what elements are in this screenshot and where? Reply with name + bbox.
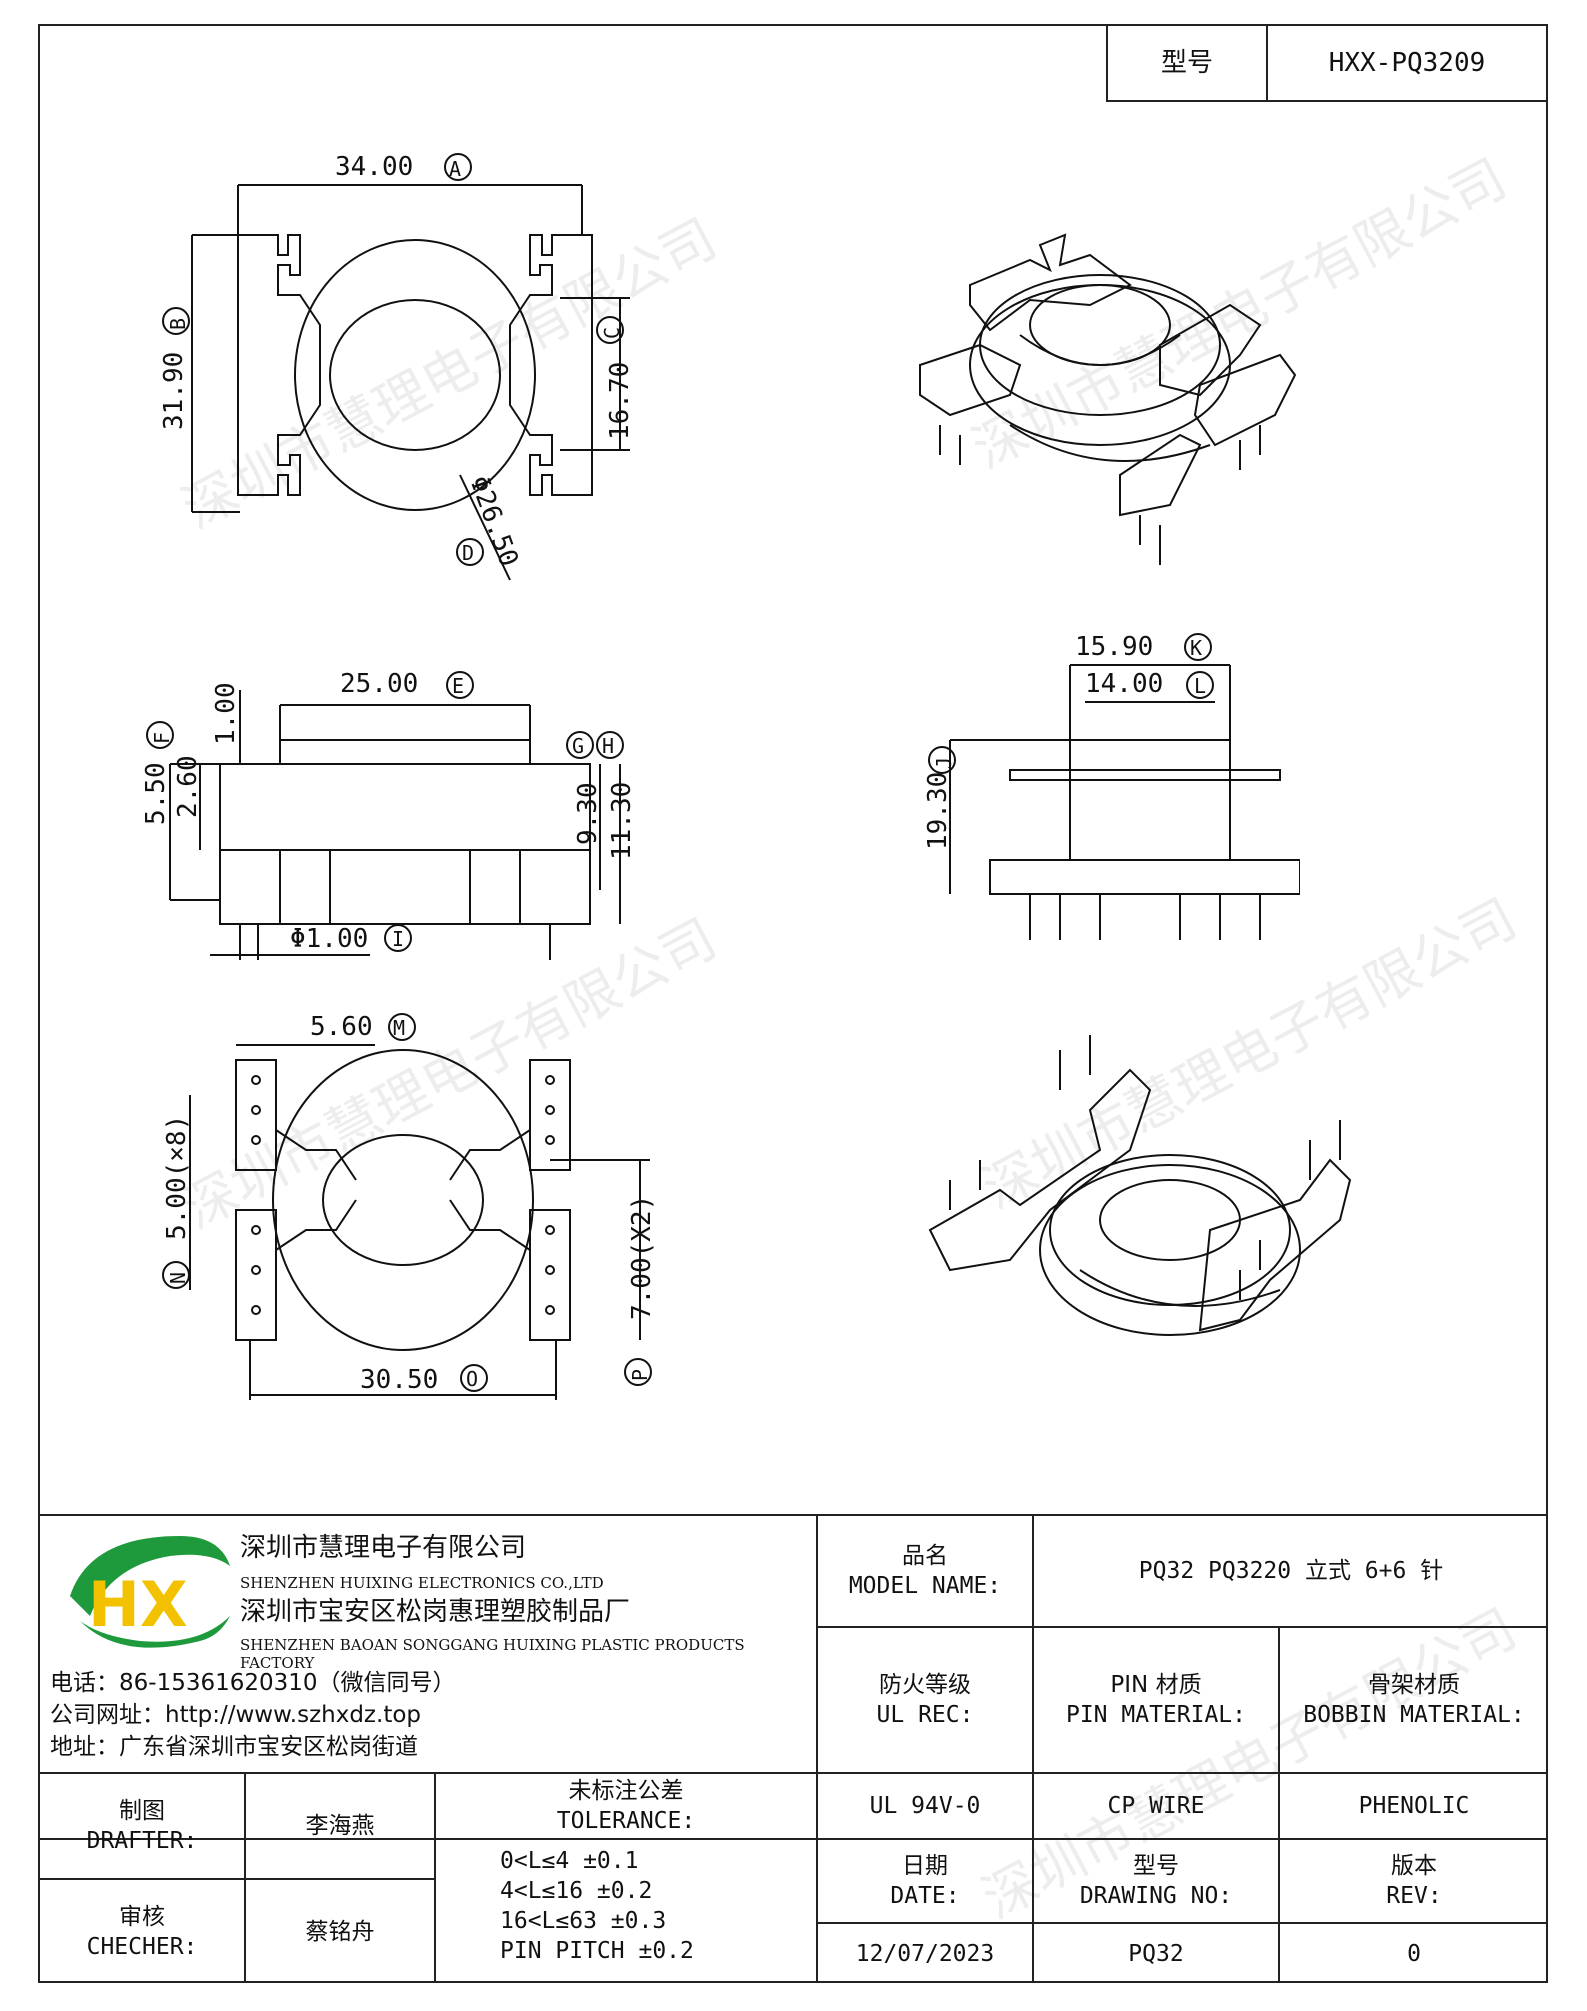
pin-material-value: CP WIRE xyxy=(1107,1793,1205,1819)
factory-name-cn: 深圳市宝安区松岗惠理塑胶制品厂 xyxy=(240,1597,631,1627)
company-name-cn: 深圳市慧理电子有限公司 xyxy=(240,1533,527,1563)
tolerance-line: 0<L≤4 ±0.1 xyxy=(500,1848,639,1874)
company-website[interactable]: 公司网址：http://www.szhxdz.top xyxy=(50,1702,422,1728)
dim-p-value: 7.00(X2) xyxy=(627,1195,657,1320)
drafter-value: 李海燕 xyxy=(305,1813,375,1839)
company-phone: 电话：86-15361620310（微信同号） xyxy=(50,1670,456,1696)
tolerance-cn: 未标注公差 xyxy=(568,1778,684,1804)
dim-a-letter: A xyxy=(449,157,461,181)
title-block xyxy=(38,1514,1548,1983)
tolerance-line: 4<L≤16 ±0.2 xyxy=(500,1878,653,1904)
model-name-label: 品名 MODEL NAME: xyxy=(818,1516,1032,1626)
drawing-no-label: 型号 DRAWING NO: xyxy=(1034,1840,1278,1922)
bottom-view-drawing: 5.60 M 5.00(×8) N 30.50 O 7.00(X2) P xyxy=(162,1012,657,1400)
dim-i-letter: I xyxy=(392,927,404,951)
dim-k-value: 15.90 xyxy=(1075,632,1153,662)
factory-name-en: SHENZHEN BAOAN SONGGANG HUIXING PLASTIC … xyxy=(240,1636,745,1672)
rev-label: 版本 REV: xyxy=(1280,1840,1548,1922)
dim-c-letter: C xyxy=(600,327,624,339)
dim-j-value: 19.30 xyxy=(923,772,953,850)
checker-cn: 审核 xyxy=(119,1903,165,1930)
dim-m-value: 5.60 xyxy=(310,1012,373,1042)
tolerance-label: 未标注公差 TOLERANCE: xyxy=(436,1774,816,1838)
dim-i-value: Φ1.00 xyxy=(290,924,368,954)
pin-en: PIN MATERIAL: xyxy=(1065,1702,1246,1728)
dim-d-letter: D xyxy=(462,541,474,565)
dim-a-value: 34.00 xyxy=(335,152,413,182)
model-header-label: 型号 xyxy=(1108,26,1268,100)
dim-n-letter: N xyxy=(166,1272,190,1284)
dim-p-letter: P xyxy=(628,1369,652,1381)
company-area: HX 深圳市慧理电子有限公司 SHENZHEN HUIXING ELECTRON… xyxy=(40,1516,816,1772)
bobbin-cn: 骨架材质 xyxy=(1368,1672,1460,1698)
dim-g-letter: G xyxy=(572,734,584,758)
pin-cn: PIN 材质 xyxy=(1110,1672,1202,1698)
isometric-view-top xyxy=(919,233,1297,565)
company-name-en: SHENZHEN HUIXING ELECTRONICS CO.,LTD xyxy=(240,1574,604,1592)
date-label: 日期 DATE: xyxy=(818,1840,1032,1922)
dim-o-letter: O xyxy=(466,1367,478,1391)
front-view-drawing: 15.90 K 14.00 L 19.30 J xyxy=(923,632,1300,940)
ul-en: UL REC: xyxy=(876,1702,974,1728)
dim-n-value: 5.00(×8) xyxy=(162,1115,192,1240)
model-header-value: HXX-PQ3209 xyxy=(1328,48,1486,78)
dim-b-value: 31.90 xyxy=(159,352,189,430)
model-name-en: MODEL NAME: xyxy=(848,1573,1002,1599)
dim-c-value: 16.70 xyxy=(605,362,635,440)
drafter-label: 制图 DRAFTER: xyxy=(40,1774,244,1878)
dim-b-letter: B xyxy=(166,318,190,330)
tolerance-line: 16<L≤63 ±0.3 xyxy=(500,1908,667,1934)
dim-small-2: 2.60 xyxy=(173,755,203,818)
dim-l-value: 14.00 xyxy=(1085,669,1163,699)
drafter-en: DRAFTER: xyxy=(86,1828,198,1854)
drawing-no-value: PQ32 xyxy=(1128,1940,1184,1967)
checker-value: 蔡铭舟 xyxy=(305,1918,375,1945)
dim-m-letter: M xyxy=(393,1016,405,1040)
rev-value: 0 xyxy=(1407,1940,1421,1967)
rev-en: REV: xyxy=(1386,1883,1442,1909)
dim-j-letter: J xyxy=(932,757,956,769)
drafter-cn: 制图 xyxy=(119,1798,165,1824)
date-value: 12/07/2023 xyxy=(855,1940,995,1967)
isometric-view-bottom xyxy=(928,1035,1352,1336)
ul-cn: 防火等级 xyxy=(879,1672,971,1698)
company-logo: HX xyxy=(70,1536,230,1648)
ul-value: UL 94V-0 xyxy=(869,1793,981,1819)
dim-h-letter: H xyxy=(602,734,614,758)
company-address: 地址：广东省深圳市宝安区松岗街道 xyxy=(50,1734,418,1760)
pin-material-label: PIN 材质 PIN MATERIAL: xyxy=(1034,1628,1278,1772)
model-header-box: 型号 HXX-PQ3209 xyxy=(1106,24,1548,102)
tolerance-line: PIN PITCH ±0.2 xyxy=(500,1938,694,1964)
dim-g-value: 9.30 xyxy=(573,782,603,845)
dim-f-letter: F xyxy=(150,732,174,744)
dim-e-value: 25.00 xyxy=(340,669,418,699)
date-en: DATE: xyxy=(890,1883,960,1909)
checker-en: CHECHER: xyxy=(86,1933,198,1960)
bobbin-material-value: PHENOLIC xyxy=(1358,1793,1470,1819)
model-name-value: PQ32 PQ3220 立式 6+6 针 xyxy=(1138,1558,1444,1584)
dim-e-letter: E xyxy=(452,674,464,698)
model-name-cn: 品名 xyxy=(902,1543,948,1569)
side-view-drawing: 25.00 E 5.50 F 2.60 1.00 9.30 11.30 G H … xyxy=(141,669,637,960)
tolerance-list: 0<L≤4 ±0.1 4<L≤16 ±0.2 16<L≤63 ±0.3 PIN … xyxy=(500,1846,800,1966)
logo-h-text: HX xyxy=(88,1568,188,1641)
dim-small-1: 1.00 xyxy=(211,682,241,745)
dim-l-letter: L xyxy=(1194,674,1206,698)
dim-k-letter: K xyxy=(1190,636,1202,660)
top-view-drawing: 34.00 A 31.90 B 16.70 C Φ26.50 D xyxy=(159,152,635,581)
bobbin-material-label: 骨架材质 BOBBIN MATERIAL: xyxy=(1280,1628,1548,1772)
dim-f-value: 5.50 xyxy=(141,762,171,825)
date-cn: 日期 xyxy=(902,1853,948,1879)
bobbin-en: BOBBIN MATERIAL: xyxy=(1303,1702,1525,1728)
drawing-cn: 型号 xyxy=(1133,1853,1179,1879)
dim-h-value: 11.30 xyxy=(607,782,637,860)
ul-label: 防火等级 UL REC: xyxy=(818,1628,1032,1772)
rev-cn: 版本 xyxy=(1391,1853,1437,1879)
dim-o-value: 30.50 xyxy=(360,1365,438,1395)
drawing-en: DRAWING NO: xyxy=(1079,1883,1233,1909)
checker-label: 审核 CHECHER: xyxy=(40,1880,244,1983)
tolerance-en: TOLERANCE: xyxy=(556,1808,696,1834)
